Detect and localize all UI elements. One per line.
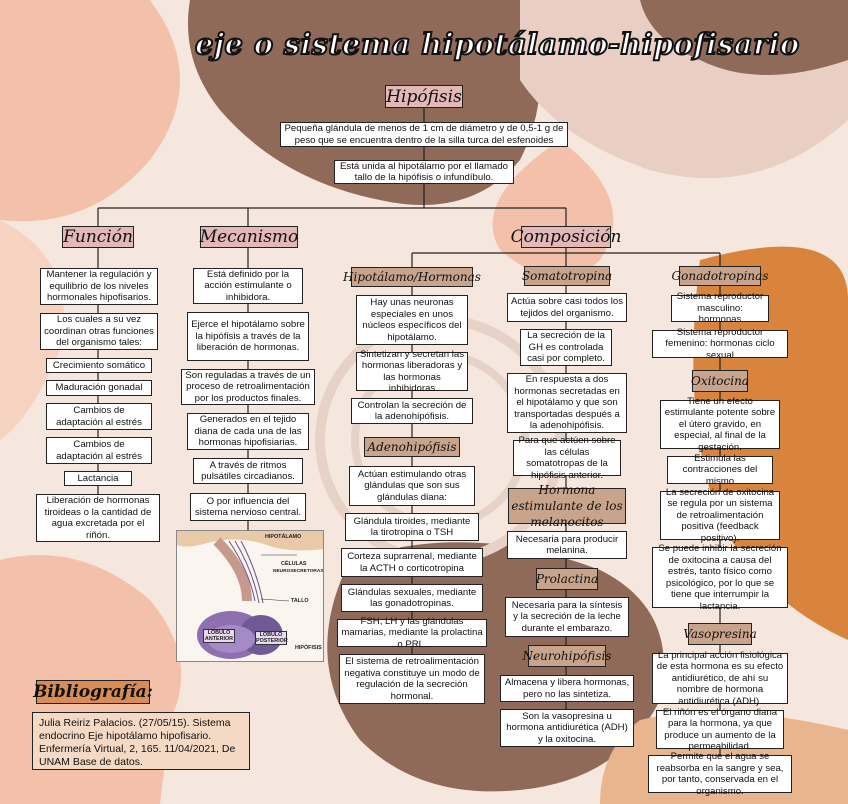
funcion-item-2: Los cuales a su vez coordinan otras func… (40, 313, 158, 350)
oxitocina-item-2: Estimula las contracciones del mismo (667, 453, 773, 487)
somato-item-1: Actúa sobre casi todos los tejidos del o… (507, 293, 627, 322)
funcion-item-7: Lactancia (64, 471, 132, 486)
oxitocina-item-3: La secreción de oxitocina se regula por … (660, 487, 780, 544)
pituitary-icon (177, 531, 323, 659)
hipofisis-desc-1: Pequeña glándula de menos de 1 cm de diá… (280, 122, 568, 147)
ill-label-hipofisis: HIPÓFISIS (295, 645, 322, 651)
mecanismo-item-3: Son reguladas a través de un proceso de … (181, 369, 315, 405)
header-prolactina: Prolactina (536, 568, 598, 590)
page-title: eje o sistema hipotálamo-hipofisario (194, 26, 800, 62)
mecanismo-item-6: O por influencia del sistema nervioso ce… (190, 493, 306, 521)
adeno-item-1: Actúan estimulando otras glándulas que s… (349, 466, 475, 506)
header-neurohipofisis: Neurohipófisis (523, 645, 611, 667)
melanocitos-item-1: Necesaria para producir melanina. (507, 531, 627, 559)
bibliografia-text: Julia Reiriz Palacios. (27/05/15). Siste… (32, 712, 250, 770)
hipotalamo-item-2: Sintetizan y secretan las hormonas liber… (356, 349, 468, 394)
adeno-item-3: Corteza suprarrenal, mediante la ACTH o … (341, 548, 483, 577)
header-vasopresina: Vasopresina (683, 623, 757, 645)
gonado-item-1: Sistema reproductor masculino: hormonas (671, 291, 769, 325)
funcion-item-1: Mantener la regulación y equilibrio de l… (40, 268, 158, 305)
oxitocina-item-4: Se puede inhibir la secreción de oxitoci… (652, 543, 788, 612)
prolactina-item-1: Necesaria para la síntesis y la secreció… (505, 597, 629, 637)
neuro-item-2: Son la vasopresina u hormona antidiuréti… (500, 709, 634, 747)
neuro-item-1: Almacena y libera hormonas, pero no las … (500, 675, 634, 702)
header-mecanismo: Mecanismo (199, 226, 299, 248)
header-funcion: Función (62, 226, 134, 248)
funcion-item-5: Cambios de adaptación al estrés (46, 403, 152, 430)
header-somatotropina: Somatotropina (522, 266, 612, 286)
ill-label-celulas: CÉLULAS (281, 561, 307, 567)
ill-label-posterior: LÓBULO POSTERIOR (255, 631, 288, 645)
mecanismo-item-4: Generados en el tejido diana de cada una… (187, 413, 309, 450)
oxitocina-item-1: Tiene un efecto estimulante potente sobr… (660, 396, 780, 453)
mecanismo-item-5: A través de ritmos pulsátiles circadiano… (193, 458, 303, 484)
somato-item-3: En respuesta a dos hormonas secretadas e… (507, 373, 627, 433)
header-bibliografia: Bibliografía: (33, 680, 153, 704)
header-oxitocina: Oxitocina (691, 370, 749, 392)
ill-label-anterior: LÓBULO ANTERIOR (203, 629, 235, 643)
header-hipotalamo-hormonas: Hipotálamo/Hormonas (343, 267, 481, 287)
somato-item-2: La secreción de la GH es controlada casi… (520, 329, 612, 366)
header-gonadotropinas: Gonadotropinas (672, 266, 768, 286)
gonado-item-2: Sistema reproductor femenino: hormonas c… (652, 327, 788, 361)
vasopresina-item-3: Permite que el agua se reabsorba en la s… (648, 751, 792, 797)
mecanismo-item-1: Está definido por la acción estimulante … (193, 268, 303, 304)
hipofisis-desc-2: Está unida al hipotálamo por el llamado … (334, 160, 514, 184)
adeno-item-5: FSH, LH y las glándulas mamarias, median… (337, 616, 487, 650)
funcion-item-6: Cambios de adaptación al estrés (46, 437, 152, 464)
ill-label-tallo: TALLO (291, 598, 309, 604)
header-melanocitos: Hormona estimulante de los melanocitos (508, 483, 626, 529)
header-hipofisis: Hipófisis (385, 85, 463, 108)
vasopresina-item-1: La principal acción fisiológica de esta … (652, 650, 788, 707)
funcion-item-3: Crecimiento somático (46, 358, 152, 373)
mecanismo-item-2: Ejerce el hipotálamo sobre la hipófisis … (187, 312, 309, 361)
adeno-item-6: El sistema de retroalimentación negativa… (339, 654, 485, 704)
adeno-item-4: Glándulas sexuales, mediante las gonadot… (341, 584, 483, 612)
funcion-item-8: Liberación de hormonas tiroideas o la ca… (36, 494, 160, 542)
ill-label-hipotalamo: HIPOTÁLAMO (265, 534, 302, 540)
header-composicion: Composición (510, 226, 622, 248)
vasopresina-item-2: El riñón es el órgano diana para la horm… (656, 707, 784, 752)
hipotalamo-item-3: Controlan la secreción de la adenohipófi… (351, 398, 473, 424)
ill-label-neuro: NEUROSECRETORAS (273, 569, 324, 574)
hipofisis-illustration: HIPOTÁLAMO CÉLULAS NEUROSECRETORAS TALLO… (176, 530, 324, 662)
adeno-item-2: Glándula tiroides, mediante la tirotropi… (345, 513, 479, 541)
hipotalamo-item-1: Hay unas neuronas especiales en unos núc… (356, 295, 468, 345)
somato-item-4: Para que actúen sobre las células somato… (513, 435, 621, 481)
header-adenohipofisis: Adenohipófisis (364, 437, 460, 457)
funcion-item-4: Maduración gonadal (46, 380, 152, 396)
